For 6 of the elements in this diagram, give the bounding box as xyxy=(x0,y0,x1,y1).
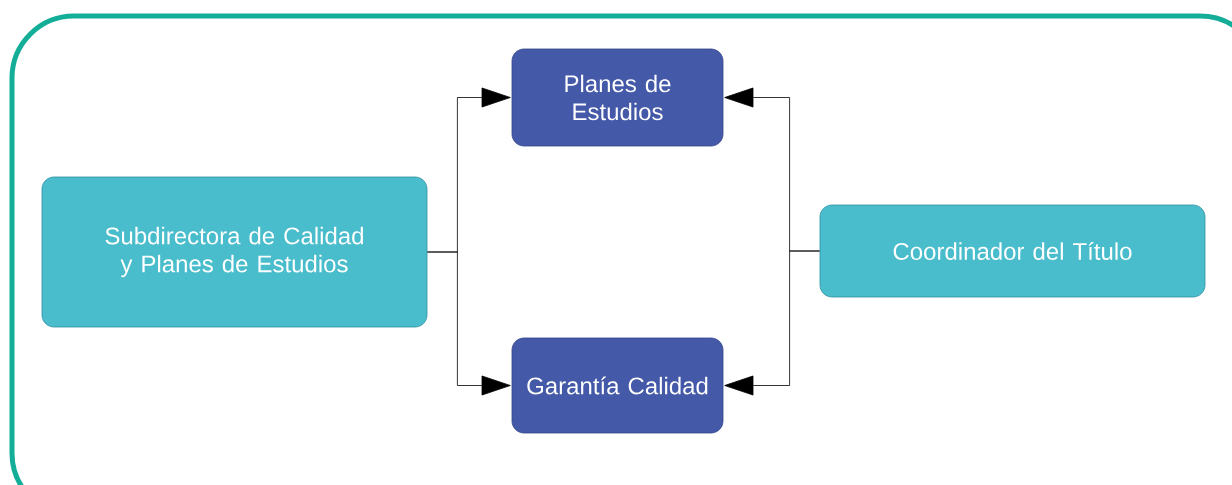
arrow xyxy=(724,250,820,396)
process-box: Planes de Estudios xyxy=(511,48,724,147)
arrow xyxy=(427,251,511,396)
process-box: Garantía Calidad xyxy=(511,337,724,434)
process-box: Coordinador del Título xyxy=(819,204,1206,298)
process-box: Subdirectora de Calidad y Planes de Estudios xyxy=(41,176,428,328)
